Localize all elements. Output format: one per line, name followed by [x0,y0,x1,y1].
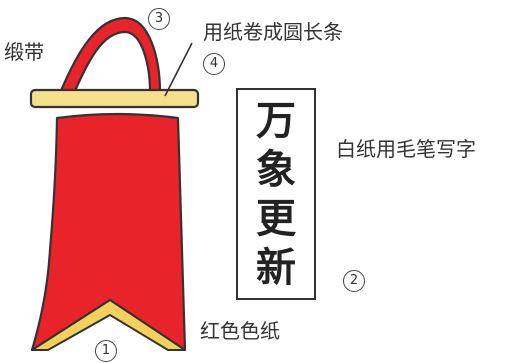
scroll-char-2: 象 [256,146,296,193]
ribbon-label: 缎带 [4,40,44,64]
red-paper-label: 红色色纸 [200,319,280,343]
paper-rod [29,88,200,109]
marker-4: 4 [203,53,225,75]
white-paper-label: 白纸用毛笔写字 [336,137,476,161]
red-banner [30,112,187,352]
white-paper-scroll: 万 象 更 新 [236,88,316,300]
scroll-char-4: 新 [256,244,296,291]
marker-3: 3 [148,8,170,30]
pointer-line [164,42,193,97]
scroll-char-3: 更 [256,195,296,242]
rod-label: 用纸卷成圆长条 [203,20,343,44]
scroll-char-1: 万 [256,97,296,144]
marker-1: 1 [95,340,117,362]
ribbon-loop [58,16,162,95]
marker-2: 2 [343,270,365,292]
banner-trim [31,299,186,351]
